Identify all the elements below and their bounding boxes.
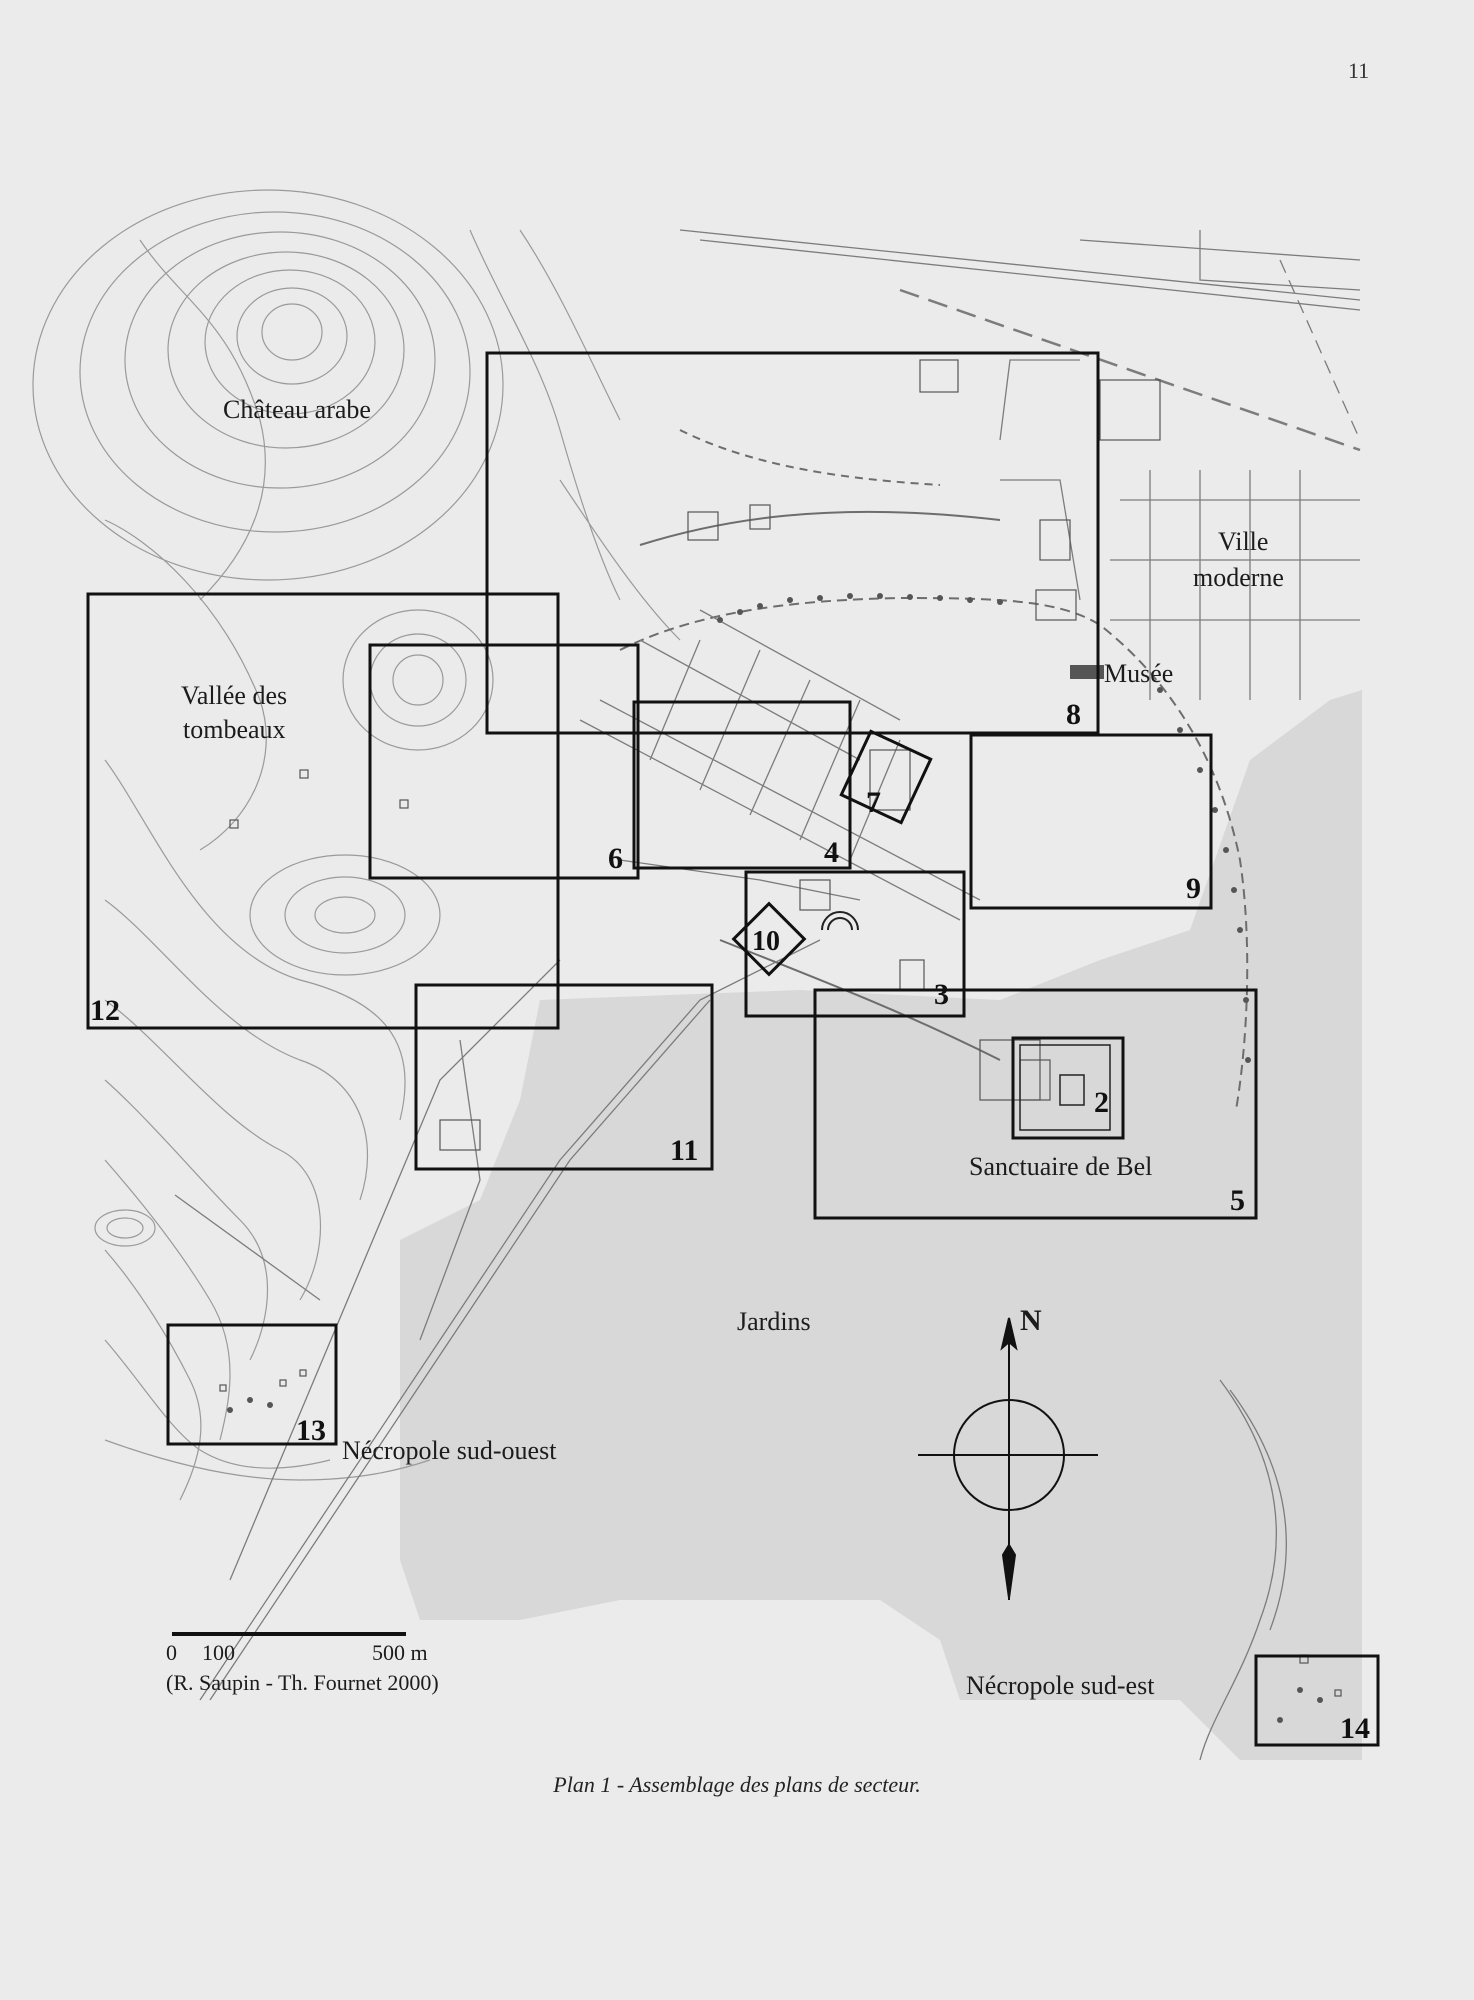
theatre — [821, 911, 859, 931]
sector-box-9 — [969, 733, 1213, 910]
label-chateau-arabe: Château arabe — [223, 395, 371, 424]
building-markers — [219, 359, 1342, 1697]
sector-number-7: 7 — [866, 786, 881, 819]
label-sanctuaire-de-bel: Sanctuaire de Bel — [969, 1152, 1152, 1181]
sector-number-12: 12 — [90, 994, 120, 1027]
label-musee: Musée — [1104, 659, 1173, 688]
sector-box-10 — [731, 901, 807, 977]
museum-building — [1070, 665, 1104, 679]
place-labels: Château arabe Vallée des tombeaux Ville … — [181, 395, 1284, 1700]
street-grid — [174, 229, 1361, 1761]
page-number: 11 — [1348, 58, 1370, 83]
map-credit: (R. Saupin - Th. Fournet 2000) — [166, 1670, 439, 1695]
sector-box-4 — [632, 700, 852, 870]
sector-boxes — [86, 351, 1380, 1747]
north-label: N — [1020, 1304, 1042, 1337]
scale-tick-100: 100 — [202, 1640, 235, 1665]
label-ville-line1: Ville — [1218, 527, 1268, 556]
label-jardins: Jardins — [737, 1307, 811, 1336]
scale-tick-0: 0 — [166, 1640, 177, 1665]
sector-box-8 — [485, 351, 1100, 735]
figure-caption: Plan 1 - Assemblage des plans de secteur… — [553, 1772, 921, 1797]
sector-numbers: 2 3 4 5 6 7 8 9 10 11 12 13 14 — [90, 698, 1370, 1745]
sector-box-14 — [1254, 1654, 1380, 1747]
sector-number-10: 10 — [752, 926, 780, 957]
sector-box-6 — [368, 643, 640, 880]
sector-box-13 — [166, 1323, 338, 1446]
sector-box-5 — [813, 988, 1258, 1220]
sector-number-2: 2 — [1094, 1086, 1109, 1119]
sector-number-5: 5 — [1230, 1184, 1245, 1217]
sector-box-7 — [839, 729, 933, 825]
sector-number-11: 11 — [670, 1134, 698, 1167]
gardens-area — [400, 690, 1362, 1760]
sector-number-3: 3 — [934, 978, 949, 1011]
sector-box-11 — [414, 983, 714, 1171]
contour-lines — [32, 189, 681, 1501]
sector-number-4: 4 — [824, 836, 839, 869]
label-vallee-line2: tombeaux — [183, 715, 286, 744]
temple-of-bel — [1019, 1044, 1111, 1131]
sector-number-6: 6 — [608, 842, 623, 875]
label-necropole-sud-ouest: Nécropole sud-ouest — [342, 1436, 557, 1465]
sector-number-8: 8 — [1066, 698, 1081, 731]
sector-number-9: 9 — [1186, 872, 1201, 905]
north-arrow: N — [918, 1304, 1098, 1600]
label-ville-line2: moderne — [1193, 563, 1284, 592]
sector-number-13: 13 — [296, 1414, 326, 1447]
label-vallee-line1: Vallée des — [181, 681, 287, 710]
sector-number-14: 14 — [1340, 1712, 1370, 1745]
sector-box-12 — [86, 592, 560, 1030]
colonnade-dots — [227, 593, 1323, 1723]
scale-tick-500: 500 m — [372, 1640, 428, 1665]
scale-bar: 0 100 500 m (R. Saupin - Th. Fournet 200… — [166, 1630, 439, 1695]
city-wall — [619, 429, 1249, 1111]
label-necropole-sud-est: Nécropole sud-est — [966, 1671, 1155, 1700]
sector-box-2 — [1011, 1036, 1125, 1140]
sector-box-3 — [744, 870, 966, 1018]
